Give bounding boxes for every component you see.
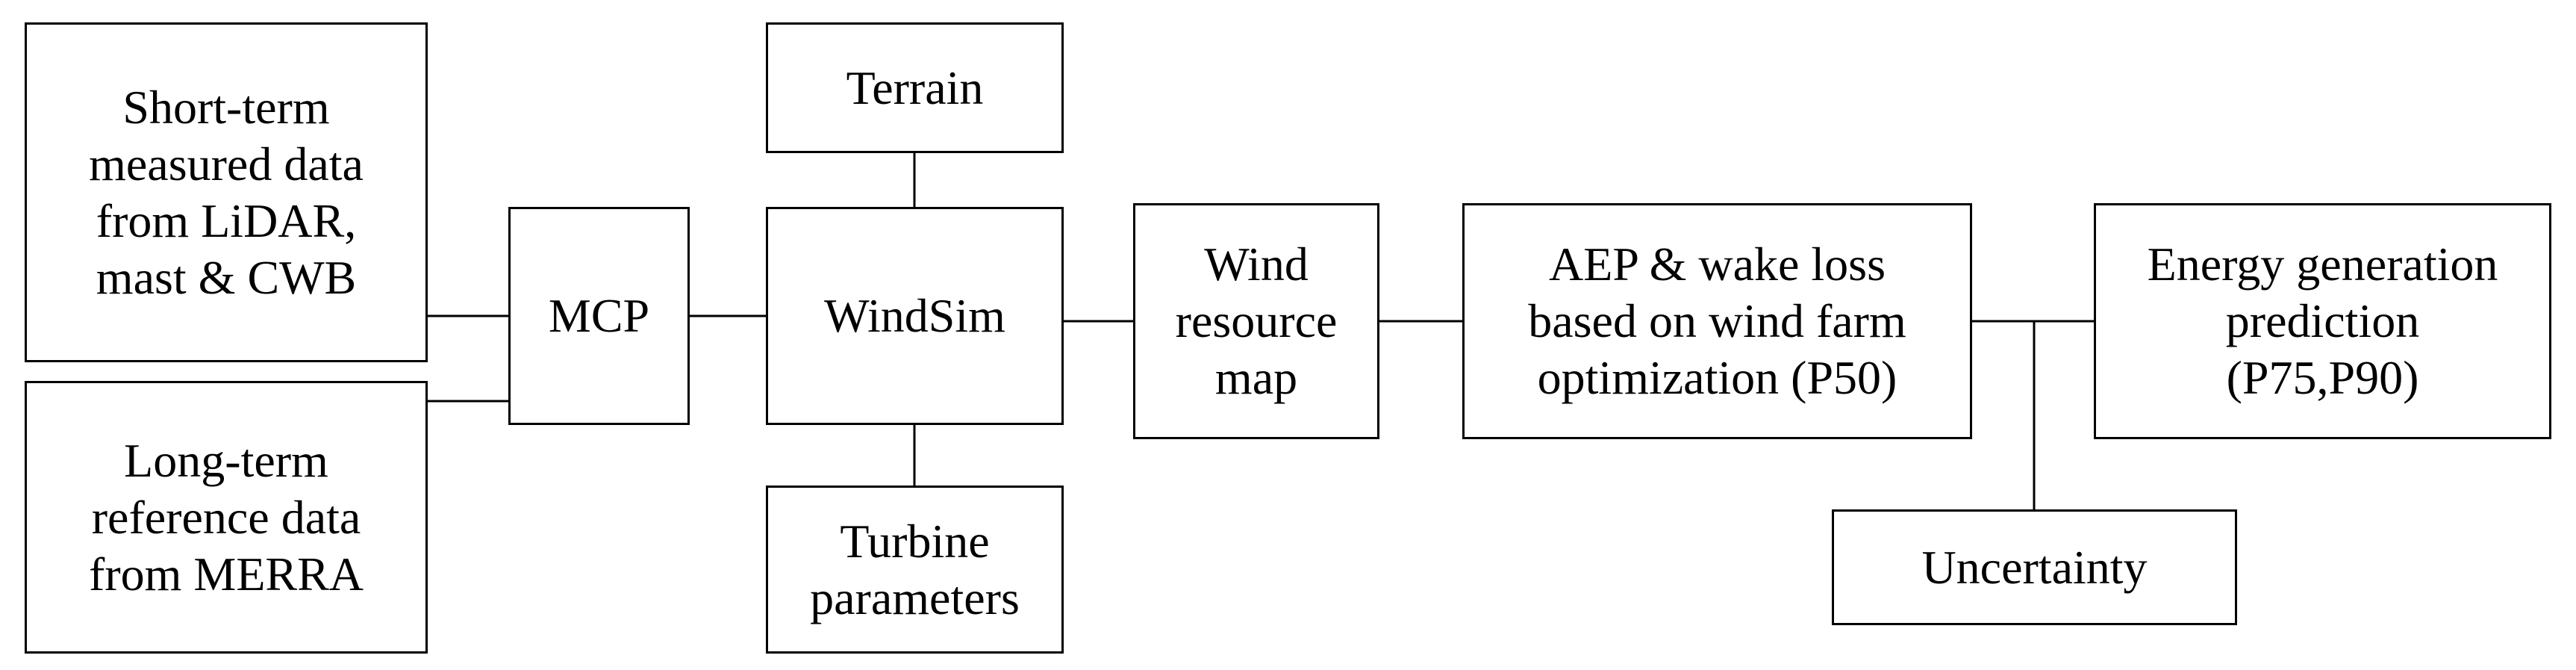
energy-generation-prediction-label: Energy generation prediction (P75,P90) [2147, 238, 2498, 404]
mcp-box: MCP [508, 207, 690, 425]
terrain-label: Terrain [846, 61, 984, 114]
windsim-label: WindSim [824, 289, 1005, 342]
windsim-box: WindSim [766, 207, 1064, 425]
terrain-box: Terrain [766, 22, 1064, 153]
uncertainty-box: Uncertainty [1832, 509, 2237, 625]
long-term-data-box: Long-term reference data from MERRA [25, 381, 428, 654]
aep-wake-loss-box: AEP & wake loss based on wind farm optim… [1462, 203, 1972, 439]
wind-resource-map-label: Wind resource map [1175, 238, 1338, 404]
turbine-parameters-label: Turbine parameters [810, 514, 1020, 624]
uncertainty-label: Uncertainty [1921, 540, 2148, 594]
short-term-data-box: Short-term measured data from LiDAR, mas… [25, 22, 428, 362]
long-term-data-label: Long-term reference data from MERRA [89, 433, 364, 601]
energy-generation-prediction-box: Energy generation prediction (P75,P90) [2094, 203, 2551, 439]
mcp-label: MCP [548, 289, 650, 342]
turbine-parameters-box: Turbine parameters [766, 486, 1064, 654]
aep-wake-loss-label: AEP & wake loss based on wind farm optim… [1528, 238, 1906, 404]
short-term-data-label: Short-term measured data from LiDAR, mas… [89, 80, 364, 304]
wind-resource-map-box: Wind resource map [1133, 203, 1379, 439]
